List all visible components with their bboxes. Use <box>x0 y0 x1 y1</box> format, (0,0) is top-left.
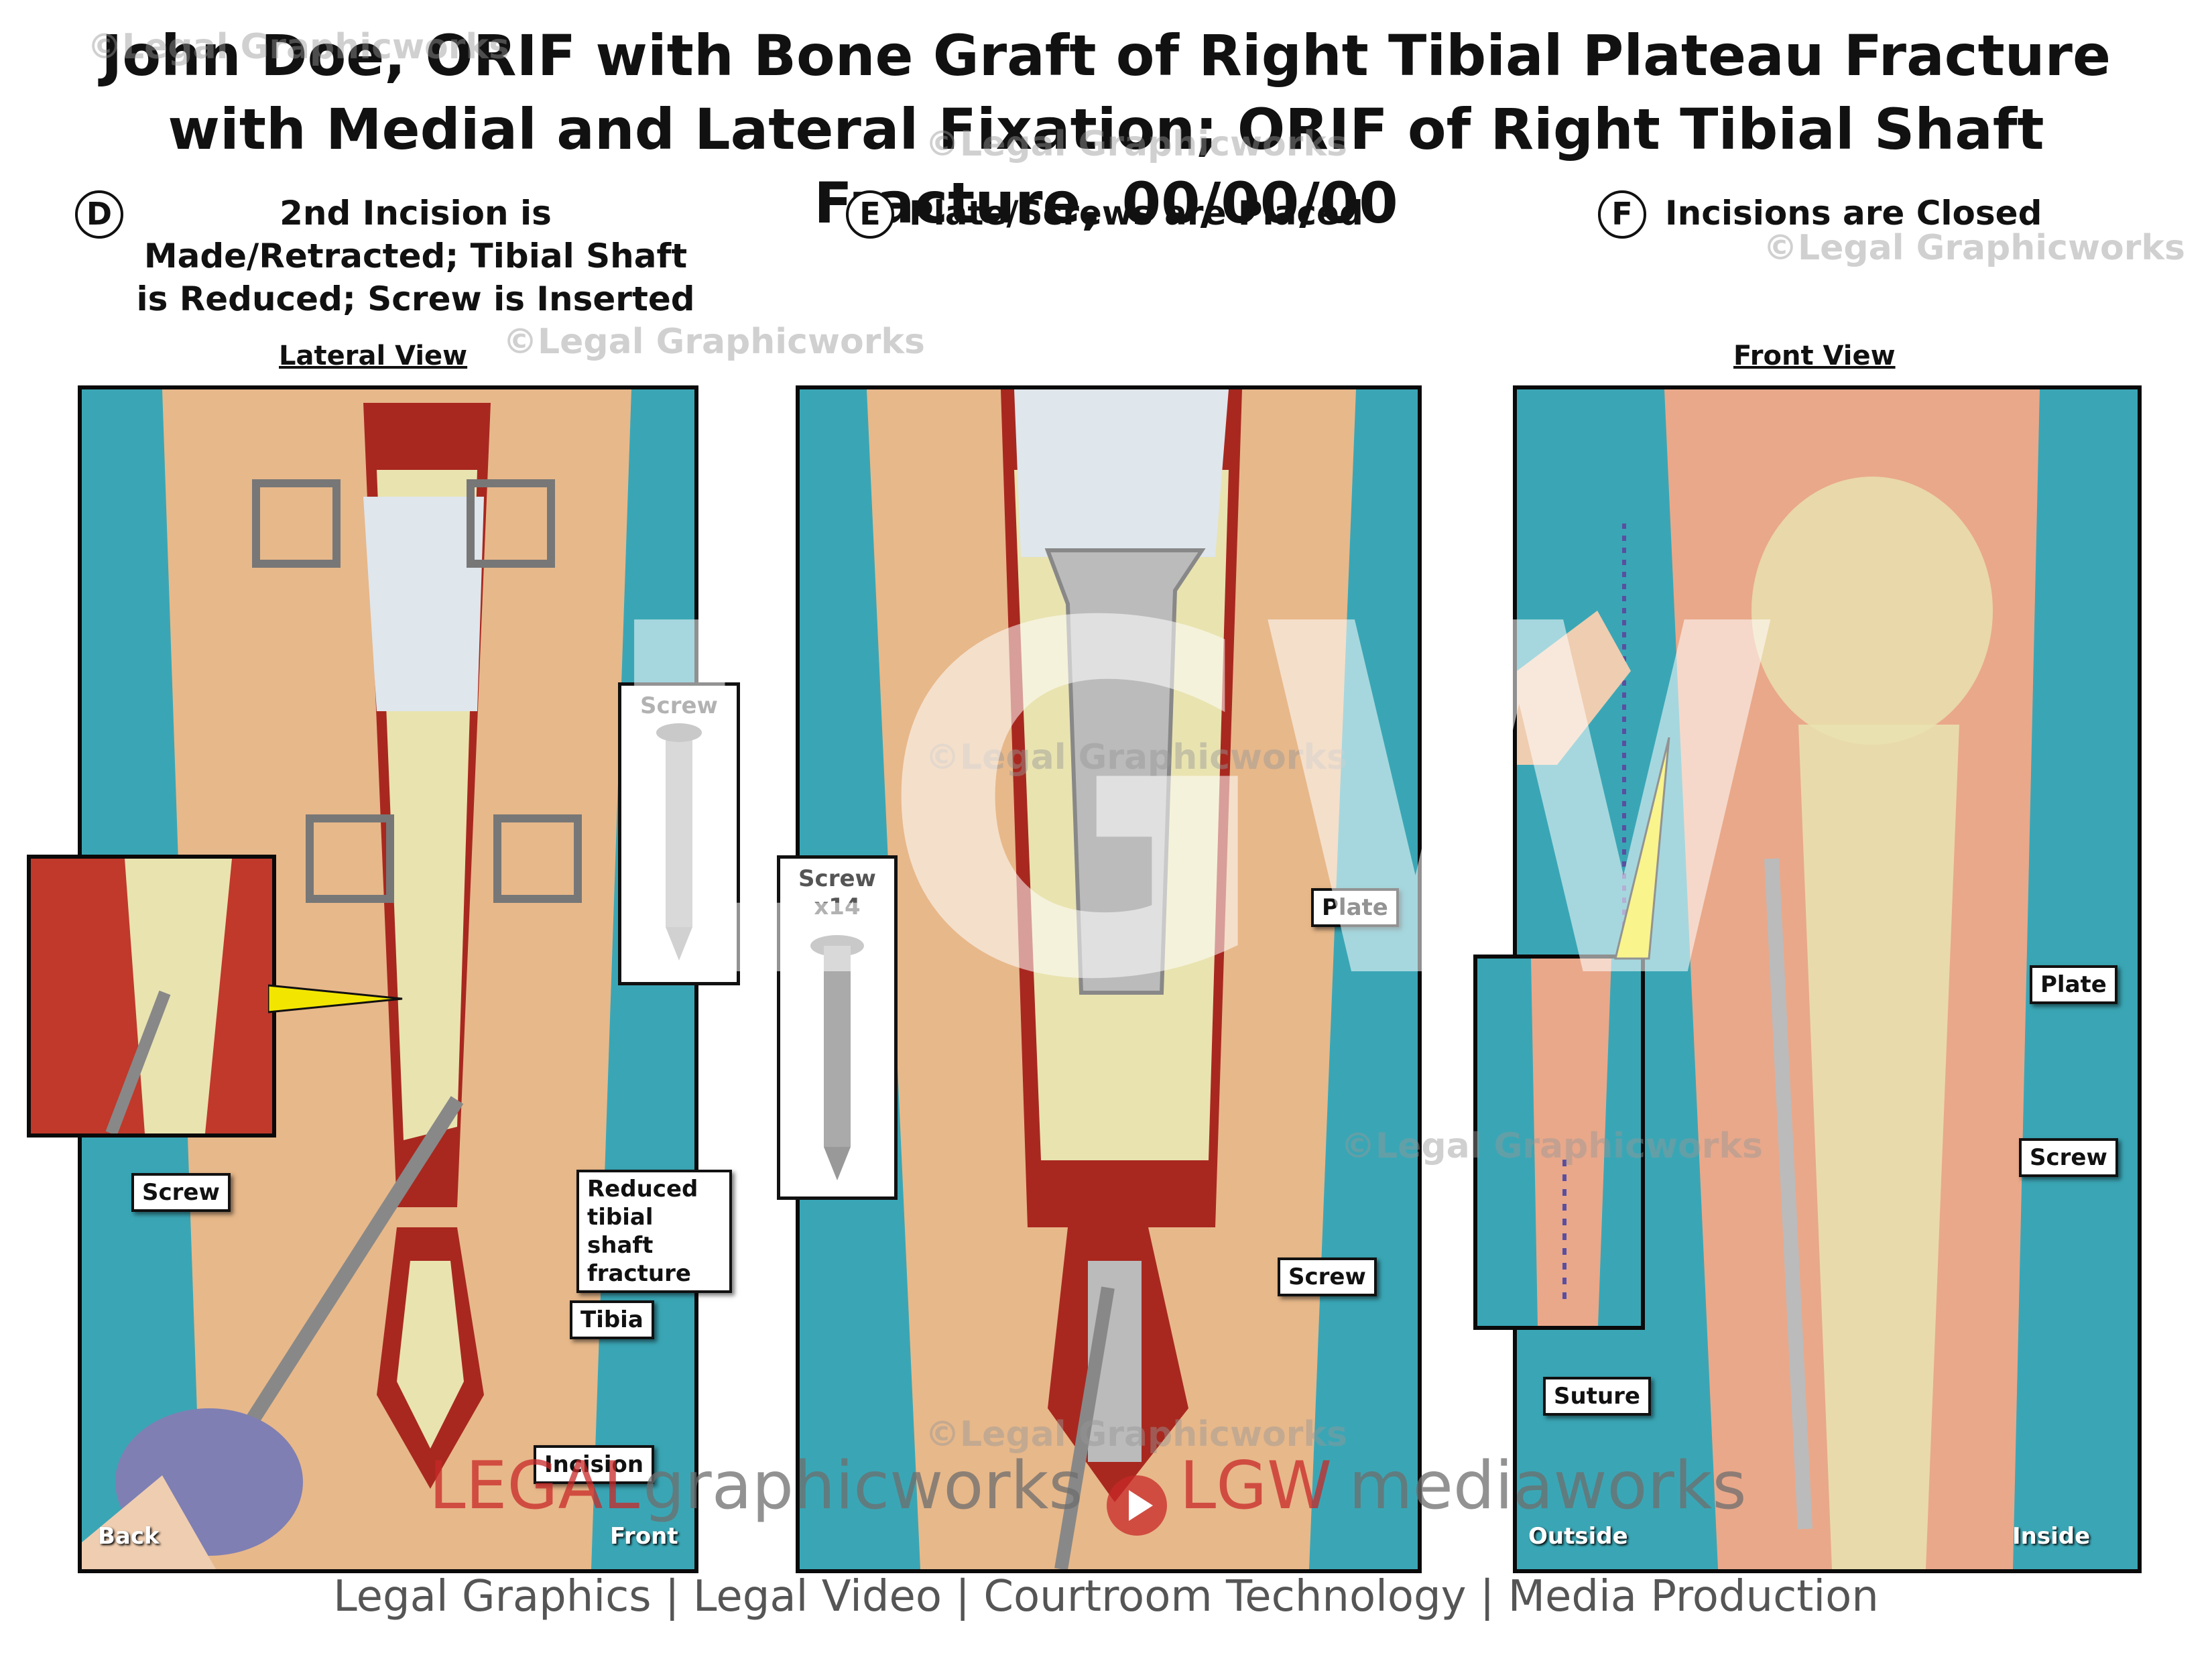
inset-f-pointer <box>1614 737 1670 960</box>
screw-box-label: Screw <box>640 692 718 719</box>
footer-logo: LEGAL graphicworks LGW mediaworks <box>429 1448 1747 1536</box>
panel-e-illustration <box>796 385 1422 1573</box>
label-tibia: Tibia <box>570 1300 654 1339</box>
panel-f-suture-inset <box>1473 955 1645 1330</box>
label-reduced-tibial-shaft-fracture: Reduced tibial shaft fracture <box>576 1170 732 1293</box>
label-suture: Suture <box>1543 1377 1651 1416</box>
logo-graphicworks-text: graphicworks <box>643 1448 1083 1524</box>
inset-d-drawing <box>31 859 272 1133</box>
screw-box-e-count: x14 <box>814 894 861 920</box>
watermark-row-4: ©Legal Graphicworks <box>503 322 925 362</box>
corner-label-back: Back <box>98 1523 160 1550</box>
overlay-lgw-logo: LGW <box>590 524 1786 1085</box>
step-d-badge: D <box>75 190 123 239</box>
corner-label-front: Front <box>610 1523 678 1550</box>
screw-box-e-screw <box>810 935 864 1180</box>
logo-mediaworks-text: mediaworks <box>1349 1448 1747 1524</box>
step-e-badge: E <box>846 190 894 239</box>
footer-tagline: Legal Graphics | Legal Video | Courtroom… <box>333 1572 1879 1621</box>
page-title: John Doe, ORIF with Bone Graft of Right … <box>101 23 2111 236</box>
play-icon <box>1106 1475 1167 1536</box>
panel-d-screw-box: Screw <box>618 682 740 985</box>
label-screw-f: Screw <box>2019 1138 2118 1177</box>
inset-d-pointer <box>268 984 403 1013</box>
corner-label-outside: Outside <box>1528 1523 1628 1550</box>
step-f-heading: Incisions are Closed <box>1665 194 2042 233</box>
panel-f-drawing <box>1517 389 2040 1569</box>
step-f-view-label: Front View <box>1733 341 1896 371</box>
step-d-heading: 2nd Incision is Made/Retracted; Tibial S… <box>136 194 695 318</box>
screw-box-e-label: Screw <box>798 865 876 892</box>
corner-label-inside: Inside <box>2012 1523 2091 1550</box>
logo-legal-text: LEGAL <box>429 1448 640 1524</box>
step-d-view-label: Lateral View <box>279 341 468 371</box>
label-screw-inset: Screw <box>131 1173 231 1212</box>
panel-d-detail-inset <box>27 855 276 1138</box>
panel-e-drawing <box>867 389 1356 1569</box>
label-plate-e: Plate <box>1311 888 1399 927</box>
logo-lgw-text: LGW <box>1179 1448 1333 1524</box>
inset-f-drawing <box>1477 959 1641 1326</box>
panel-e-screw-box: Screw x14 <box>777 855 898 1200</box>
step-e-heading: Plate/Screws are Placed <box>909 194 1363 233</box>
label-plate-f: Plate <box>2030 965 2117 1004</box>
label-incision: Incision <box>534 1445 655 1484</box>
label-screw-e: Screw <box>1278 1257 1377 1296</box>
panel-d-drawing <box>82 389 631 1569</box>
screw-box-screw <box>656 723 702 961</box>
step-f-badge: F <box>1598 190 1646 239</box>
